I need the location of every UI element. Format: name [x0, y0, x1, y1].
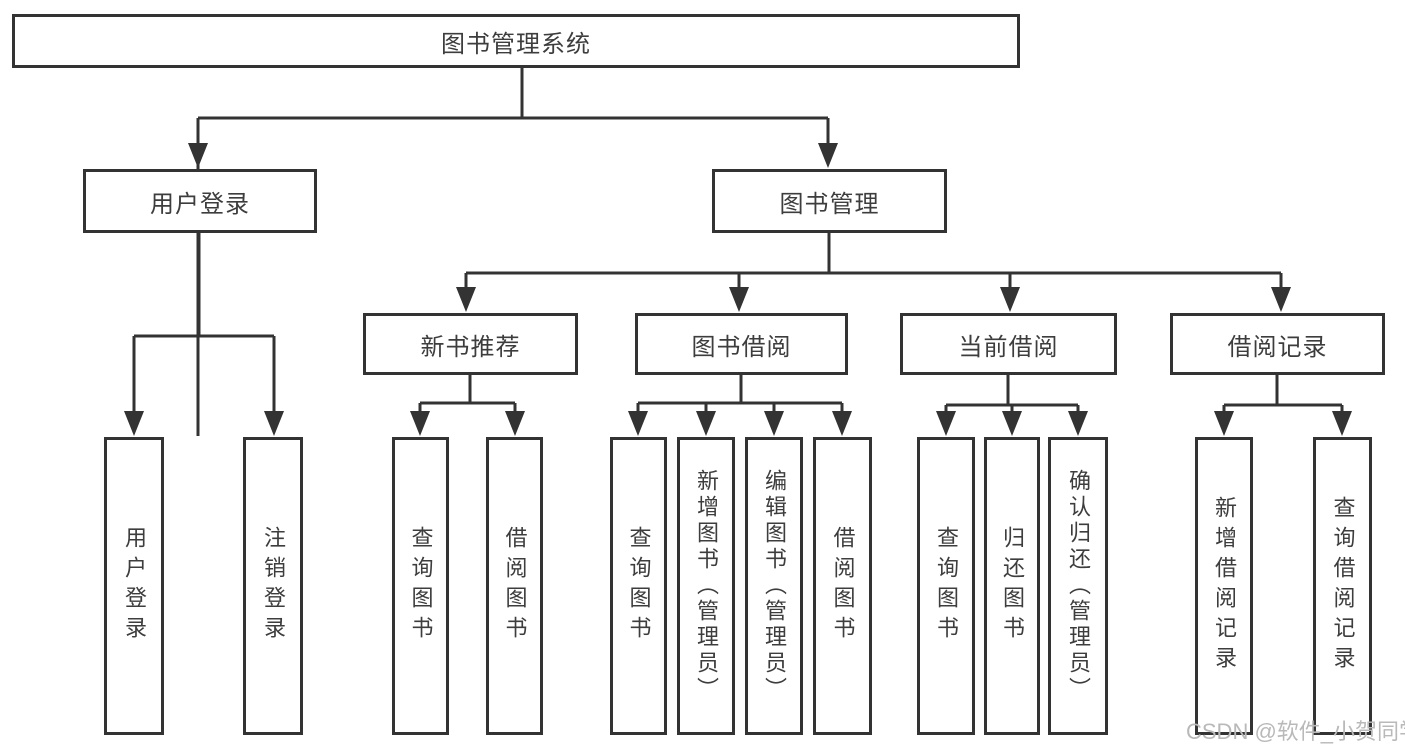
node-label: 注销登录: [261, 526, 286, 646]
connector-bookmgmt-to-level3: [464, 233, 1283, 308]
watermark: CSDN @软件_小贺同学: [1186, 719, 1405, 744]
arrowhead: [1332, 411, 1352, 436]
node-label: 借阅记录: [1227, 333, 1328, 361]
connector-records-to-leaves: [1222, 375, 1344, 432]
node-label: 查询图书: [934, 526, 959, 646]
node-book-management: 图书管理: [712, 169, 947, 233]
node-leaf-confirm-return-admin: 确认归还（管理员）: [1048, 437, 1108, 735]
node-label: 借阅图书: [502, 526, 528, 646]
arrowhead: [764, 411, 784, 436]
arrowhead: [1068, 411, 1088, 436]
arrowhead: [628, 411, 648, 436]
node-user-login: 用户登录: [83, 169, 317, 233]
arrowhead: [696, 411, 716, 436]
node-label: 查询图书: [626, 526, 652, 646]
node-leaf-add-borrow-record: 新增借阅记录: [1195, 437, 1253, 735]
arrowhead: [188, 143, 208, 168]
node-leaf-query-books-1: 查询图书: [392, 437, 449, 735]
arrowhead: [124, 411, 144, 436]
node-label: 归还图书: [1000, 526, 1025, 646]
node-leaf-add-book-admin: 新增图书（管理员）: [677, 437, 735, 735]
node-leaf-logout: 注销登录: [243, 437, 303, 735]
node-label: 查询借阅记录: [1330, 496, 1356, 676]
node-label: 新增图书（管理员）: [694, 469, 719, 703]
node-label: 借阅图书: [830, 526, 856, 646]
arrowhead: [1214, 411, 1234, 436]
node-label: 图书借阅: [691, 333, 792, 361]
node-root: 图书管理系统: [12, 14, 1020, 68]
arrowhead: [456, 287, 476, 312]
node-leaf-user-login: 用户登录: [104, 437, 164, 735]
node-label: 用户登录: [150, 190, 250, 218]
node-label: 编辑图书（管理员）: [762, 469, 787, 703]
node-leaf-query-books-2: 查询图书: [610, 437, 667, 735]
arrowhead: [1002, 411, 1022, 436]
node-label: 新增借阅记录: [1212, 496, 1237, 676]
node-label: 图书管理系统: [441, 30, 591, 58]
connector-newbook-to-leaves: [418, 375, 517, 432]
node-new-book-recommend: 新书推荐: [363, 313, 578, 375]
node-label: 当前借阅: [958, 333, 1059, 361]
connector-root-to-level2: [196, 68, 830, 436]
node-leaf-query-borrow-record: 查询借阅记录: [1313, 437, 1372, 735]
node-leaf-return-book: 归还图书: [984, 437, 1040, 735]
node-label: 查询图书: [408, 526, 434, 646]
node-book-borrow: 图书借阅: [635, 313, 848, 375]
connector-userlogin-to-leaves: [132, 233, 276, 432]
node-current-borrow: 当前借阅: [900, 313, 1117, 375]
arrowhead: [410, 411, 430, 436]
arrowhead: [832, 411, 852, 436]
node-leaf-query-books-3: 查询图书: [917, 437, 975, 735]
connector-borrow-to-leaves: [636, 375, 844, 432]
node-label: 图书管理: [779, 190, 880, 218]
arrowhead: [818, 143, 838, 168]
arrowhead: [264, 411, 284, 436]
node-borrow-records: 借阅记录: [1170, 313, 1385, 375]
node-leaf-borrow-books-1: 借阅图书: [486, 437, 543, 735]
node-label: 新书推荐: [420, 333, 521, 361]
arrowhead: [936, 411, 956, 436]
node-label: 确认归还（管理员）: [1066, 469, 1091, 703]
node-leaf-borrow-books-2: 借阅图书: [813, 437, 872, 735]
node-label: 用户登录: [122, 526, 147, 646]
arrowhead: [505, 411, 525, 436]
arrowhead: [1000, 287, 1020, 312]
arrowhead: [729, 287, 749, 312]
arrowhead: [1271, 287, 1291, 312]
node-leaf-edit-book-admin: 编辑图书（管理员）: [745, 437, 803, 735]
